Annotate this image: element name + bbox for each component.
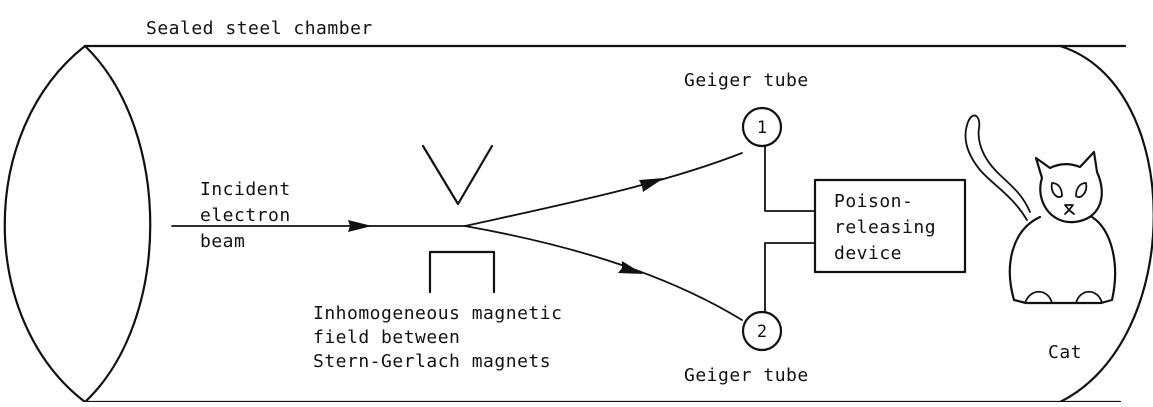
magnet-label-line2: field between <box>313 327 460 348</box>
geiger-tube-1: 1 <box>741 106 783 148</box>
wire-tube2-to-device <box>764 242 816 313</box>
chamber-label: Sealed steel chamber <box>146 18 373 39</box>
wires <box>764 145 816 313</box>
split-beams <box>464 152 743 321</box>
chamber-left-end-ellipse <box>3 44 152 404</box>
magnet-south-channel <box>428 250 496 294</box>
device-label-line2: releasing <box>834 217 936 238</box>
geiger-tube-1-number: 1 <box>757 118 767 138</box>
wire-tube1-to-device <box>764 145 816 212</box>
cat-left-eye <box>1050 182 1063 198</box>
magnet-north-v <box>421 144 494 206</box>
magnet-label-line1: Inhomogeneous magnetic <box>313 303 562 324</box>
cat-head <box>1034 150 1103 224</box>
magnet-label-line3: Stern-Gerlach magnets <box>313 351 551 372</box>
chamber-right-end-curve <box>1058 44 1153 404</box>
geiger-tube-2-number: 2 <box>757 322 767 342</box>
geiger-tube-bottom-label: Geiger tube <box>684 365 809 386</box>
poison-releasing-device: Poison- releasing device <box>813 178 967 274</box>
geiger-tube-1-circle <box>741 106 783 148</box>
stern-gerlach-magnets <box>421 144 496 294</box>
device-label-line3: device <box>834 243 902 264</box>
geiger-tube-2-circle <box>741 310 783 352</box>
beam-label-line2: electron <box>200 205 291 226</box>
device-box <box>813 178 967 274</box>
sealed-chamber <box>3 44 1153 404</box>
upper-beam-path <box>464 152 743 227</box>
upper-beam-arrowhead <box>639 178 664 192</box>
electron-beam <box>171 220 466 232</box>
beam-label-line3: beam <box>200 231 245 252</box>
lower-beam-arrowhead <box>618 261 643 274</box>
cat-drawing <box>964 114 1117 305</box>
device-label-line1: Poison- <box>834 191 913 212</box>
cat-right-eye <box>1075 182 1088 198</box>
cat-label: Cat <box>1048 342 1082 363</box>
geiger-tube-top-label: Geiger tube <box>684 70 809 91</box>
beam-label-line1: Incident <box>200 179 291 200</box>
geiger-tube-2: 2 <box>741 310 783 352</box>
cat-right-paw <box>1075 290 1103 304</box>
cat-left-paw <box>1024 290 1053 304</box>
lower-beam-path <box>464 225 743 321</box>
cat-mouth <box>1064 209 1075 215</box>
cat-nose <box>1064 204 1074 211</box>
cat-body <box>1008 215 1117 305</box>
cat-tail <box>964 114 1031 221</box>
beam-arrowhead <box>348 220 372 232</box>
